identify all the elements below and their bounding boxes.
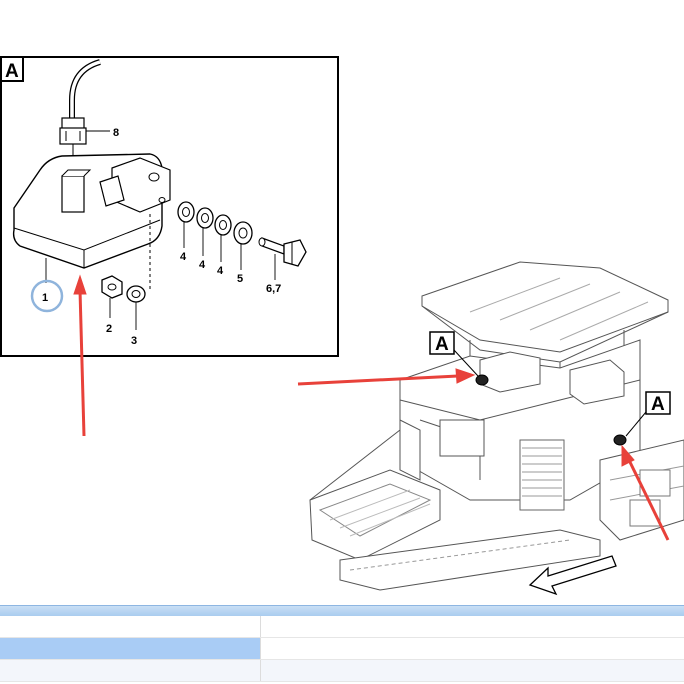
table-cell	[261, 638, 684, 659]
callout-8: 8	[113, 127, 119, 139]
parts-diagram: A	[0, 56, 684, 596]
red-arrows	[73, 274, 670, 541]
callout-1: 1	[42, 292, 48, 304]
table-cell	[261, 616, 684, 637]
svg-text:A: A	[435, 334, 449, 355]
highlight-circle	[30, 279, 64, 313]
detail-box-label: A	[5, 61, 19, 82]
table-cell	[261, 660, 684, 681]
callout-4b: 4	[199, 259, 206, 271]
svg-text:A: A	[651, 394, 665, 415]
table-row[interactable]	[0, 660, 684, 682]
table-cell	[0, 660, 261, 681]
washer	[126, 285, 146, 303]
machine-label-right: A	[625, 391, 671, 437]
table-row[interactable]	[0, 616, 684, 638]
table-cell	[0, 616, 261, 637]
table-row-selected[interactable]	[0, 638, 684, 660]
callout-6-7: 6,7	[266, 283, 281, 295]
callout-4a: 4	[180, 251, 187, 263]
parts-table	[0, 605, 684, 684]
sensor-housing	[12, 153, 171, 290]
callout-3: 3	[131, 335, 137, 347]
callout-4c: 4	[217, 265, 224, 277]
nut	[101, 275, 123, 299]
table-cell	[0, 638, 261, 659]
connector-plug	[59, 117, 87, 178]
callout-2: 2	[106, 323, 112, 335]
callout-5: 5	[237, 273, 243, 285]
bolt	[258, 237, 307, 267]
detail-box: A	[0, 56, 339, 357]
paver-machine	[309, 261, 684, 596]
washer-set	[177, 201, 253, 245]
machine-label-left: A	[429, 331, 479, 377]
table-header	[0, 605, 684, 616]
